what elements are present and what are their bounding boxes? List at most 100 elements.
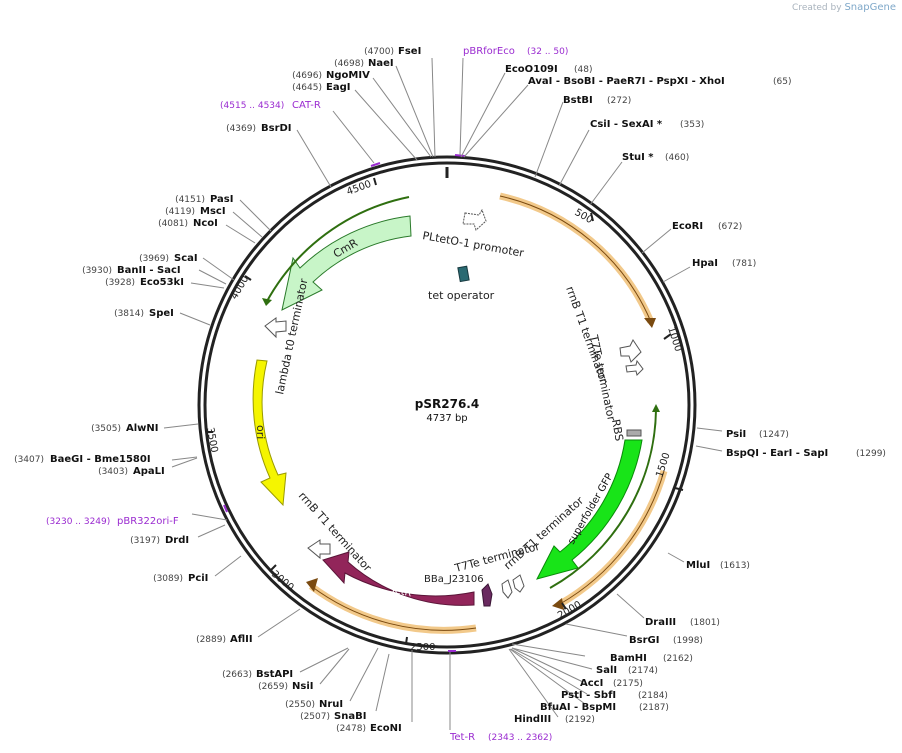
feature-ori-arrow[interactable]: [252, 359, 287, 507]
primer-mark-pbr322ori-f: [223, 504, 228, 513]
enzyme-pos: (4645): [292, 83, 322, 93]
tick-2000: [561, 602, 567, 610]
enzyme-name[interactable]: SpeI: [149, 308, 174, 319]
feature-rrnb-terminator-arrow-b[interactable]: [307, 539, 331, 560]
enzyme-name[interactable]: HpaI: [692, 258, 718, 269]
enzyme-pos: (2187): [639, 703, 669, 713]
enzyme-name[interactable]: PciI: [188, 573, 208, 584]
enzyme-name[interactable]: EcoNI: [370, 723, 402, 734]
enzyme-pos: (272): [607, 96, 631, 106]
feature-arc-rrnb-top-head: [644, 318, 656, 328]
feature-arc-gfp-outer: [549, 409, 657, 589]
enzyme-name[interactable]: StuI *: [622, 152, 654, 163]
enzyme-pos: (1613): [720, 561, 750, 571]
feature-t7te-terminator-arrow-a[interactable]: [625, 359, 644, 376]
enzyme-name[interactable]: ApaLI: [133, 466, 165, 477]
enzyme-name[interactable]: HindIII: [514, 714, 551, 725]
backbone-inner-ring: [203, 161, 691, 649]
primer-range: (4515 .. 4534): [220, 101, 284, 111]
primer-name[interactable]: Tet-R: [449, 732, 475, 743]
enzyme-pos: (3928): [105, 278, 135, 288]
enzyme-name[interactable]: BanII - SacI: [117, 265, 181, 276]
enzyme-pos: (3505): [91, 424, 121, 434]
primer-mark-pbrforeco: [454, 154, 466, 157]
feature-arc-cmr-outer-head: [262, 298, 272, 306]
primer-name[interactable]: pBRforEco: [463, 46, 515, 57]
enzyme-name[interactable]: EagI: [326, 82, 350, 93]
enzyme-pos: (2889): [196, 635, 226, 645]
enzyme-pos: (3197): [130, 536, 160, 546]
enzyme-name[interactable]: EcoO109I: [505, 64, 558, 75]
enzyme-pos: (4151): [175, 195, 205, 205]
feature-pltet-arrow[interactable]: [462, 208, 487, 231]
enzyme-name[interactable]: SalI: [596, 665, 617, 676]
enzyme-name[interactable]: DrdI: [165, 535, 189, 546]
enzyme-pos: (2478): [336, 724, 366, 734]
tick-1500: [674, 487, 684, 491]
feature-rbs-mark: [626, 429, 642, 437]
enzyme-pos: (672): [718, 222, 742, 232]
enzyme-name[interactable]: FseI: [398, 46, 421, 57]
enzyme-name[interactable]: ScaI: [174, 253, 198, 264]
feature-t7te-terminator-arrow-b[interactable]: [501, 579, 513, 599]
enzyme-name[interactable]: BamHI: [610, 653, 647, 664]
enzyme-name[interactable]: AlwNI: [126, 423, 159, 434]
primer-name[interactable]: pBR322ori-F: [117, 516, 179, 527]
enzyme-name[interactable]: AvaI - BsoBI - PaeR7I - PspXI - XhoI: [528, 76, 725, 87]
enzyme-name[interactable]: NsiI: [292, 681, 313, 692]
enzyme-pos: (4081): [158, 219, 188, 229]
primer-range: (32 .. 50): [527, 47, 568, 57]
enzyme-pos: (2507): [300, 712, 330, 722]
enzyme-pos: (65): [773, 77, 791, 87]
feature-cmr-arrow[interactable]: [281, 215, 412, 311]
enzyme-name[interactable]: AflII: [230, 634, 253, 645]
enzyme-name[interactable]: CsiI - SexAI *: [590, 119, 663, 130]
enzyme-name[interactable]: AccI: [580, 678, 603, 689]
feature-bba-arrow[interactable]: [481, 583, 493, 607]
tick-4000: [244, 275, 252, 281]
enzyme-name[interactable]: BspQI - EarI - SapI: [726, 448, 828, 459]
enzyme-name[interactable]: MluI: [686, 560, 710, 571]
tick-500: [590, 212, 594, 222]
tick-3000: [270, 564, 277, 571]
feature-gfp-arrow[interactable]: [536, 439, 643, 580]
enzyme-name[interactable]: BsrDI: [261, 123, 292, 134]
enzyme-name[interactable]: SnaBI: [334, 711, 366, 722]
enzyme-name[interactable]: BfuAI - BspMI: [540, 702, 616, 713]
enzyme-name[interactable]: NruI: [319, 699, 343, 710]
feature-label-ori: ori: [254, 425, 267, 439]
feature-tetr-arrow[interactable]: [322, 551, 475, 606]
enzyme-name[interactable]: PsiI: [726, 429, 746, 440]
feature-arc-cmr-outer: [265, 196, 410, 304]
enzyme-name[interactable]: EcoRI: [672, 221, 703, 232]
enzyme-name[interactable]: NgoMIV: [326, 70, 370, 81]
enzyme-name[interactable]: NcoI: [193, 218, 218, 229]
enzyme-pos: (781): [732, 259, 756, 269]
tick-label-1000: 1000: [665, 326, 683, 354]
primer-range: (2343 .. 2362): [488, 733, 552, 743]
enzyme-pos: (460): [665, 153, 689, 163]
feature-rrnb-terminator-arrow-c[interactable]: [512, 574, 525, 593]
enzyme-name[interactable]: BsrGI: [629, 635, 659, 646]
primer-name[interactable]: CAT-R: [292, 100, 321, 111]
enzyme-name[interactable]: PstI - SbfI: [561, 690, 616, 701]
enzyme-name[interactable]: MscI: [200, 206, 226, 217]
feature-label-bba: BBa_J23106: [424, 574, 484, 585]
feature-lambda-terminator-arrow[interactable]: [264, 317, 287, 339]
enzyme-name[interactable]: PasI: [210, 194, 233, 205]
feature-label-tetr: TetR: [388, 584, 412, 599]
enzyme-name[interactable]: Eco53kI: [140, 277, 184, 288]
enzyme-name[interactable]: BstAPI: [256, 669, 293, 680]
enzyme-pos: (1299): [856, 449, 886, 459]
enzyme-name[interactable]: BaeGI - Bme1580I: [50, 454, 151, 465]
enzyme-name[interactable]: NaeI: [368, 58, 394, 69]
tick-label-3500: 3500: [204, 427, 219, 454]
enzyme-name[interactable]: DraIII: [645, 617, 676, 628]
feature-tet-operator[interactable]: [457, 265, 470, 283]
plasmid-name: pSR276.4: [415, 397, 479, 411]
enzyme-pos: (2550): [285, 700, 315, 710]
feature-rrnb-terminator-arrow-a[interactable]: [619, 339, 642, 363]
enzyme-pos: (2174): [628, 666, 658, 676]
enzyme-pos: (3969): [139, 254, 169, 264]
enzyme-name[interactable]: BstBI: [563, 95, 593, 106]
